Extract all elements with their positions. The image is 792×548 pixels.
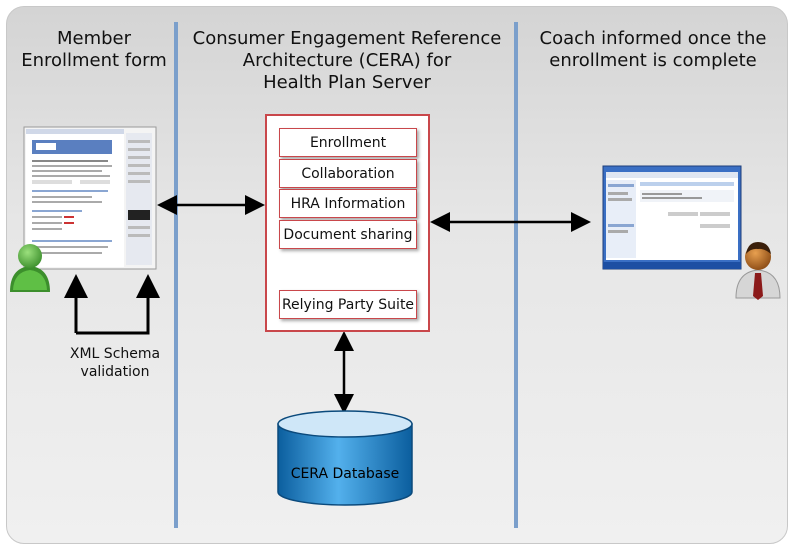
center-column-heading: Consumer Engagement Reference Architectu… bbox=[192, 28, 502, 93]
database-icon bbox=[277, 410, 413, 506]
xml-schema-validation-label: XML Schema validation bbox=[69, 346, 161, 380]
form-screenshot-icon bbox=[23, 126, 157, 270]
left-column-heading: Member Enrollment form bbox=[21, 28, 167, 71]
service-hra-information: HRA Information bbox=[279, 189, 417, 218]
service-relying-party-suite: Relying Party Suite bbox=[279, 290, 417, 319]
service-document-sharing: Document sharing bbox=[279, 220, 417, 249]
service-enrollment: Enrollment bbox=[279, 128, 417, 157]
validation-loop-arrows bbox=[64, 274, 160, 335]
service-collaboration: Collaboration bbox=[279, 159, 417, 188]
coach-avatar-icon bbox=[735, 242, 781, 300]
column-divider-right bbox=[514, 22, 518, 528]
database-label: CERA Database bbox=[290, 466, 400, 482]
column-divider-left bbox=[174, 22, 178, 528]
right-column-heading: Coach informed once the enrollment is co… bbox=[539, 28, 767, 71]
coach-screenshot-icon bbox=[602, 165, 742, 270]
member-avatar-icon bbox=[10, 244, 50, 292]
